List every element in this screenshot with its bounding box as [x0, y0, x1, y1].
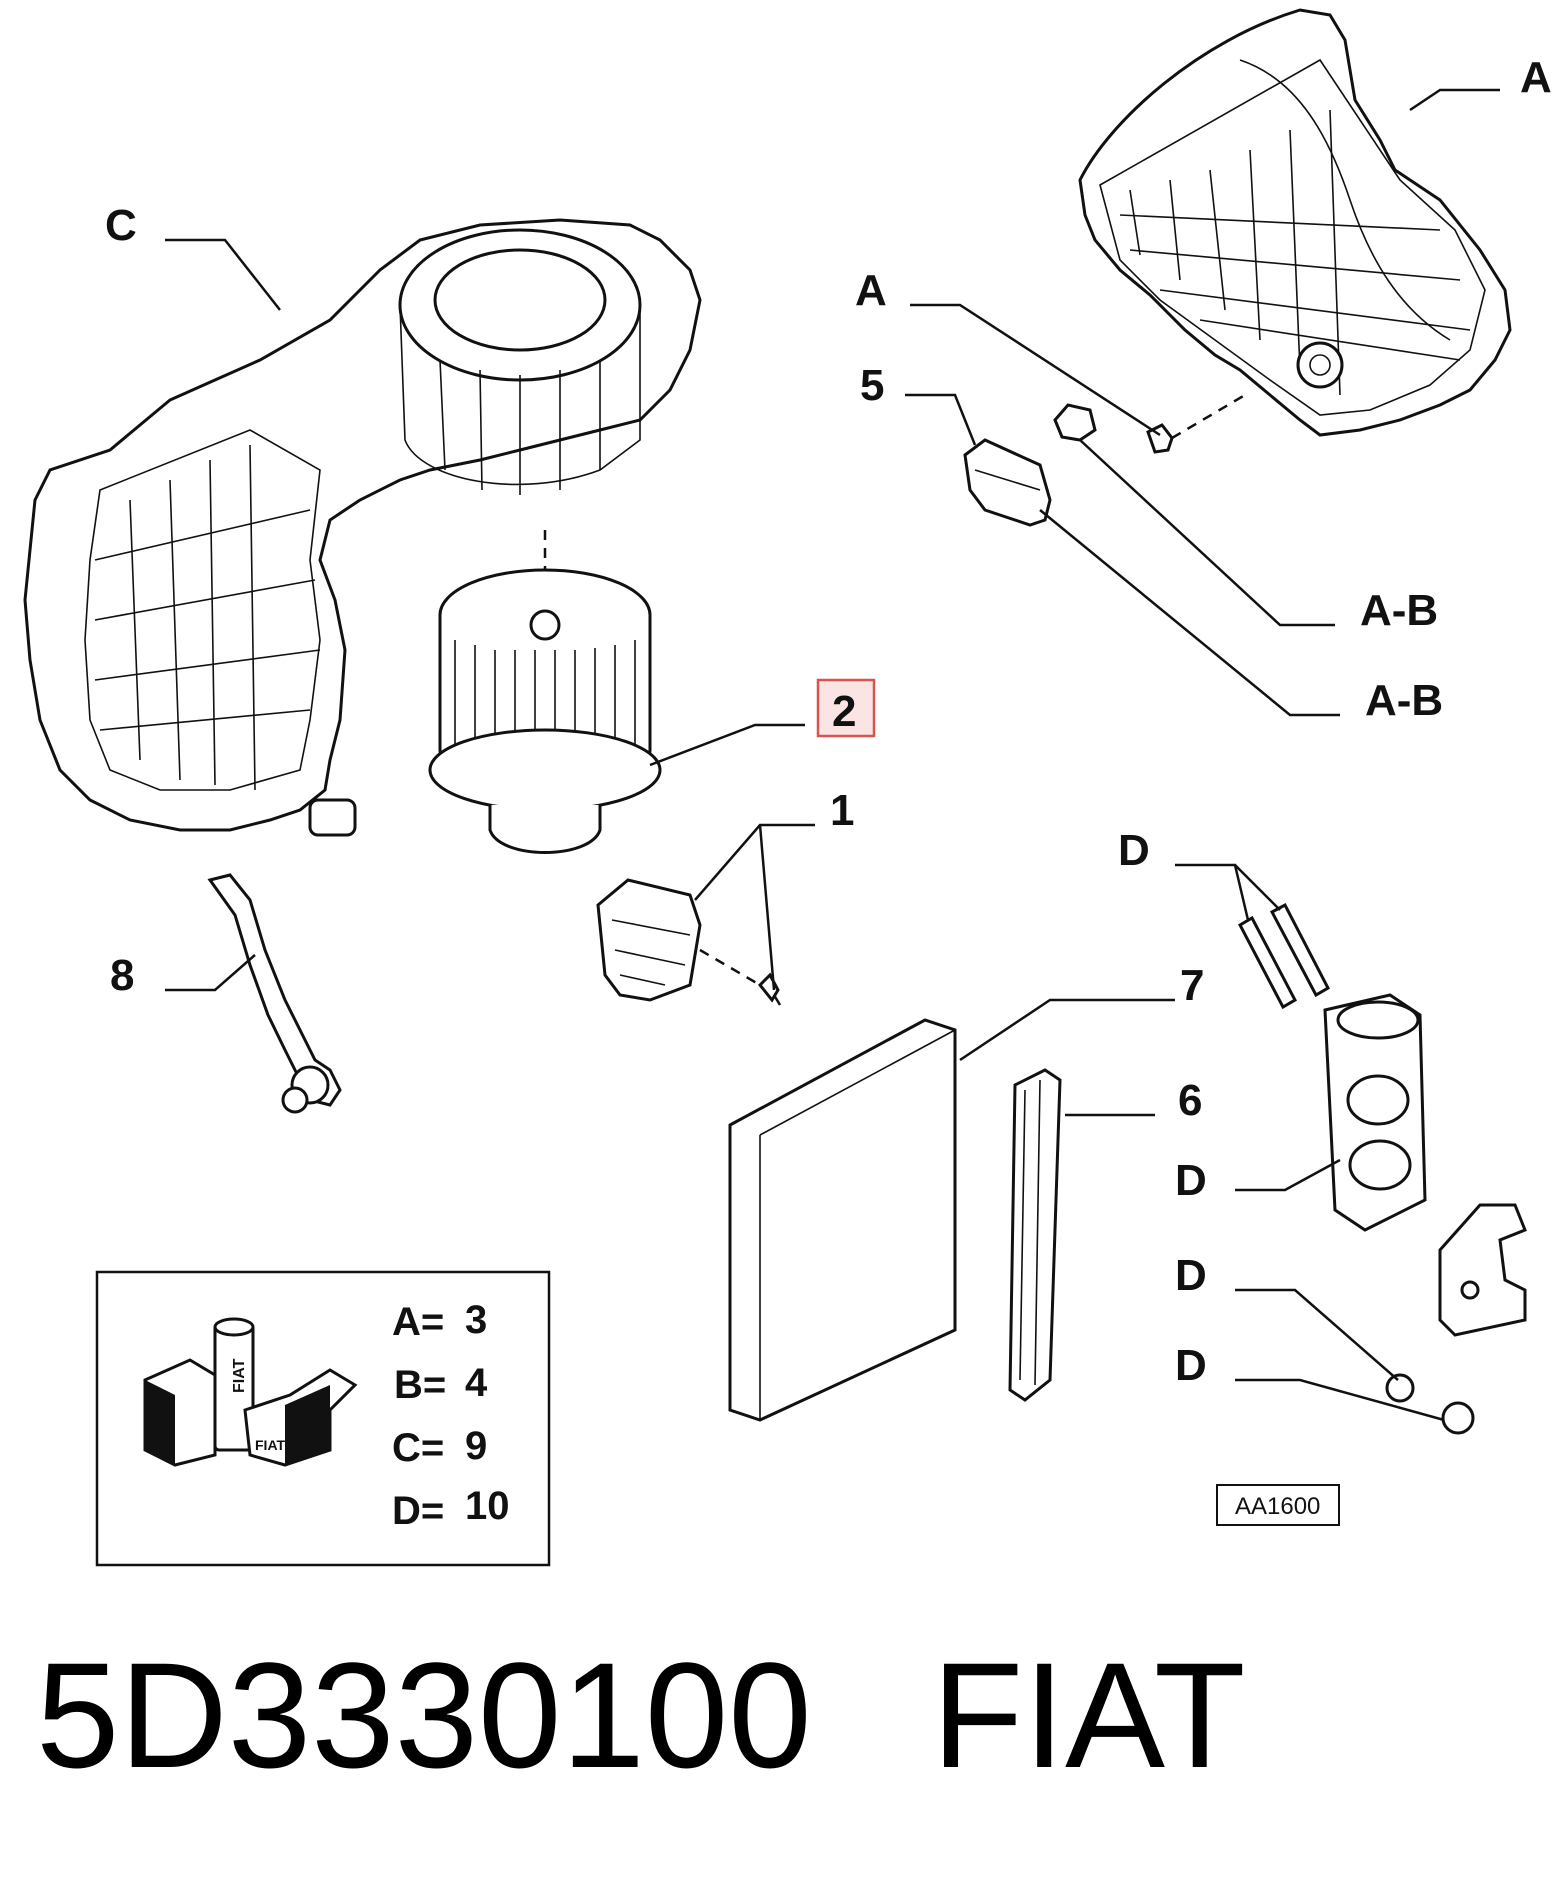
label-8: 8: [110, 951, 134, 1000]
leader-lines: [165, 88, 1500, 1422]
filter-frame-part-6: [1008, 1068, 1062, 1402]
label-d-ring1: D: [1175, 1251, 1207, 1300]
label-6: 6: [1178, 1076, 1202, 1125]
legend-key-d: D=: [392, 1489, 444, 1533]
footer: 5D3330100 FIAT: [36, 1640, 1246, 1790]
label-1: 1: [830, 786, 854, 835]
label-d-bolts: D: [1118, 826, 1150, 875]
pipe-part-8: [207, 873, 342, 1114]
cabin-filter-part-7: [728, 1018, 957, 1422]
small-clip-a: [1146, 393, 1246, 454]
brand-name: FIAT: [931, 1631, 1246, 1799]
reference-code-box: AA1600: [1216, 1484, 1340, 1526]
label-a-b-1: A-B: [1360, 586, 1438, 635]
legend-value-b: 4: [465, 1361, 488, 1405]
legend-value-d: 10: [465, 1484, 510, 1528]
label-c: C: [105, 201, 137, 250]
label-5: 5: [860, 361, 884, 410]
svg-text:FIAT: FIAT: [255, 1437, 286, 1453]
label-2: 2: [832, 687, 856, 736]
part-number: 5D3330100: [36, 1631, 812, 1799]
bolts-d: [1238, 902, 1330, 1010]
label-d-valve: D: [1175, 1156, 1207, 1205]
legend-box: FIAT FIAT A= 3 B= 4 C= 9 D= 10: [95, 1270, 551, 1567]
fiat-kit-logo: FIAT FIAT: [143, 1317, 358, 1467]
reference-code: AA1600: [1235, 1493, 1320, 1520]
bracket: [1438, 1203, 1527, 1337]
housing-part-c: [23, 218, 702, 837]
actuator-clip-a-b: [1053, 403, 1097, 442]
label-d-ring2: D: [1175, 1341, 1207, 1390]
actuator-part-5: [963, 438, 1052, 527]
highlight-box-2: [816, 678, 876, 738]
svg-text:FIAT: FIAT: [231, 1358, 248, 1393]
expansion-valve-d: [1323, 993, 1427, 1232]
label-a-small: A: [855, 266, 887, 315]
label-a-top: A: [1520, 53, 1552, 102]
legend-key-c: C=: [392, 1426, 444, 1470]
o-rings-d: [1385, 1373, 1475, 1435]
label-7: 7: [1180, 961, 1204, 1010]
legend-value-a: 3: [465, 1298, 487, 1342]
legend-key-a: A=: [392, 1300, 444, 1344]
legend-key-b: B=: [394, 1363, 446, 1407]
housing-part-a: [1078, 8, 1512, 437]
blower-fan-part-2: [428, 530, 662, 854]
legend-value-c: 9: [465, 1424, 487, 1468]
label-a-b-2: A-B: [1365, 676, 1443, 725]
resistor-part-1: [596, 878, 782, 1006]
